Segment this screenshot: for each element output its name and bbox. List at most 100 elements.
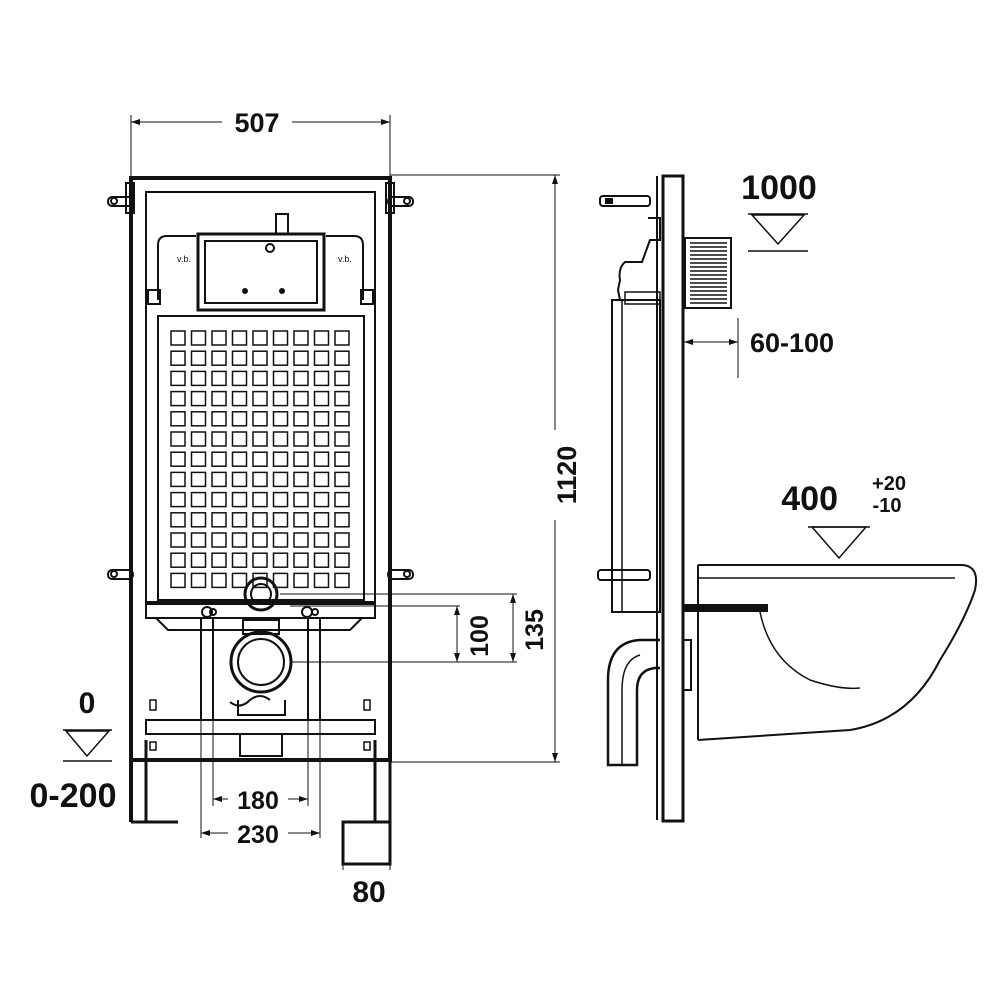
- rib-cell: [211, 370, 227, 387]
- rib-cell: [231, 451, 248, 467]
- flush-plate-ribs: [690, 242, 727, 304]
- rib-cell: [272, 350, 289, 366]
- rib-cell: [334, 572, 350, 589]
- rib-cell: [293, 330, 309, 346]
- rib-cell: [313, 451, 330, 467]
- rib-cell: [231, 330, 248, 346]
- rib-cell: [190, 370, 207, 387]
- rib-cell: [293, 512, 309, 528]
- rib-cell: [293, 532, 309, 548]
- rib-cell: [293, 491, 309, 508]
- seat-tolerance-minus: -10: [873, 495, 902, 517]
- rib-cell: [190, 552, 207, 568]
- rib-cell: [293, 370, 309, 387]
- rib-cell: [211, 431, 227, 447]
- rib-cell: [293, 572, 309, 589]
- rib-cell: [313, 512, 330, 528]
- rib-cell: [190, 572, 207, 589]
- rib-cell: [252, 552, 268, 568]
- rib-cell: [190, 451, 207, 467]
- rib-cell: [293, 350, 309, 366]
- rib-cell: [272, 390, 289, 407]
- lower-frame: [145, 603, 376, 757]
- rib-cell: [231, 411, 248, 427]
- rib-cell: [170, 471, 186, 488]
- rib-cell: [313, 471, 330, 488]
- rib-cell: [211, 552, 227, 568]
- rib-cell: [170, 552, 186, 568]
- rib-cell: [170, 330, 186, 346]
- rib-cell: [272, 532, 289, 548]
- rib-cell: [334, 471, 350, 488]
- rib-cell: [190, 491, 207, 508]
- rib-cell: [313, 552, 330, 568]
- button-height-label: 1000: [741, 169, 817, 207]
- rib-cell: [334, 431, 350, 447]
- rib-cell: [170, 370, 186, 387]
- rib-cell: [252, 350, 268, 366]
- rib-cell: [190, 390, 207, 407]
- rib-cell: [231, 532, 248, 548]
- rib-cell: [231, 572, 248, 589]
- rib-cell: [231, 471, 248, 488]
- floor-level-label: 0: [79, 687, 96, 720]
- rib-cell: [313, 370, 330, 387]
- seat-height-label: 400: [781, 480, 838, 518]
- rib-cell: [231, 491, 248, 508]
- rib-cell: [334, 512, 350, 528]
- rib-cell: [190, 431, 207, 447]
- bolt-spacing-dimensions: 180 230: [200, 720, 321, 849]
- rib-cell: [252, 532, 268, 548]
- rib-cell: [272, 572, 289, 589]
- seat-tolerance-plus: +20: [872, 473, 906, 495]
- rib-cell: [211, 471, 227, 488]
- rib-cell: [170, 411, 186, 427]
- rib-cell: [231, 350, 248, 366]
- rib-cell: [190, 512, 207, 528]
- rib-cell: [252, 390, 268, 407]
- rib-cell: [293, 390, 309, 407]
- dim-180-label: 180: [237, 787, 279, 815]
- rib-cell: [211, 532, 227, 548]
- rib-cell: [334, 390, 350, 407]
- rib-cell: [252, 471, 268, 488]
- rib-cell: [190, 532, 207, 548]
- foot-width-dimension: 80: [342, 864, 391, 909]
- dim-100-label: 100: [466, 615, 494, 657]
- rib-cell: [190, 350, 207, 366]
- rib-cell: [252, 451, 268, 467]
- rib-cell: [252, 411, 268, 427]
- rib-cell: [313, 572, 330, 589]
- rib-cell: [334, 350, 350, 366]
- side-view: 60-100 1000 400 +20 -10: [597, 169, 978, 823]
- rib-cell: [170, 512, 186, 528]
- rib-cell: [211, 350, 227, 366]
- pipe-height-dimensions: 100 135: [280, 593, 549, 663]
- rib-cell: [170, 572, 186, 589]
- rib-cell: [313, 532, 330, 548]
- rib-cell: [272, 491, 289, 508]
- flush-cistern: v.b. v.b.: [147, 213, 374, 612]
- rib-cell: [231, 512, 248, 528]
- rib-cell: [170, 532, 186, 548]
- rib-cell: [293, 431, 309, 447]
- floor-level-marker: 0 0-200: [30, 687, 117, 815]
- rib-cell: [211, 390, 227, 407]
- rib-cell: [170, 451, 186, 467]
- rib-cell: [211, 572, 227, 589]
- logo-right: v.b.: [338, 254, 352, 264]
- width-label: 507: [234, 108, 279, 138]
- height-dimension: 1120: [390, 174, 582, 763]
- width-dimension: 507: [130, 108, 391, 178]
- wall-brackets: [107, 182, 414, 580]
- rib-cell: [272, 471, 289, 488]
- rib-cell: [252, 491, 268, 508]
- rib-cell: [313, 330, 330, 346]
- rib-cell: [272, 451, 289, 467]
- rib-cell: [334, 552, 350, 568]
- rib-cell: [170, 491, 186, 508]
- rib-cell: [334, 370, 350, 387]
- rib-cell: [231, 431, 248, 447]
- dim-80-label: 80: [352, 876, 385, 909]
